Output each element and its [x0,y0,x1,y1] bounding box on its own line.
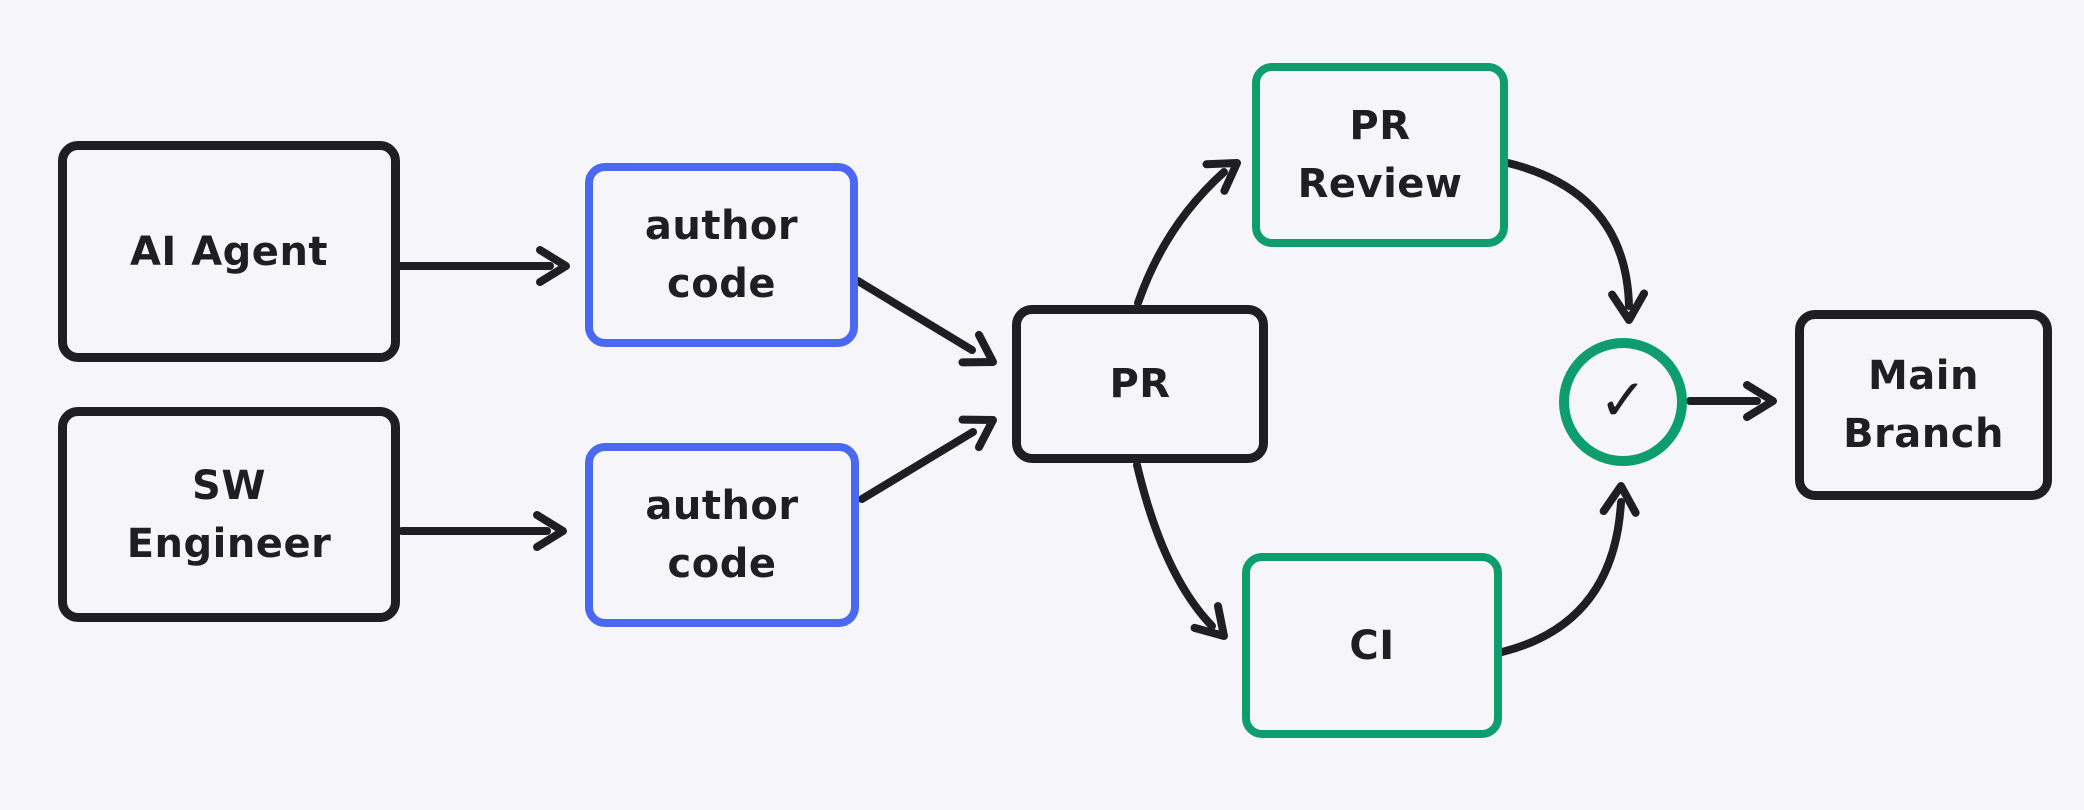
arrow-ci-to-check [1498,482,1640,656]
node-pr-label: PR [1109,361,1171,407]
arrow-check-to-main-branch [1686,381,1777,421]
check-icon: ✓ [1598,366,1648,434]
node-ai-agent-label: AI Agent [129,228,329,275]
check-circle-node: ✓ [1559,338,1687,466]
node-author-code-top-label: author code [644,203,799,307]
node-pr: PR [1012,305,1268,463]
arrow-pr-review-to-check [1504,159,1649,324]
node-main-branch: Main Branch [1795,310,2052,500]
arrow-pr-to-pr-review [1134,159,1241,307]
node-pr-review-label: PR Review [1297,103,1463,207]
node-pr-review: PR Review [1252,63,1508,247]
arrow-author-code-bottom-to-pr [858,415,997,503]
node-ci: CI [1242,553,1502,738]
arrow-author-code-top-to-pr [854,277,997,367]
arrow-ai-agent-to-author-code [396,246,570,286]
node-ci-label: CI [1349,622,1395,669]
node-author-code-bottom: author code [585,443,859,627]
node-sw-engineer-label: SW Engineer [126,462,332,567]
node-main-branch-label: Main Branch [1843,353,2004,457]
arrow-sw-engineer-to-author-code [398,511,567,551]
node-sw-engineer: SW Engineer [58,407,400,622]
node-ai-agent: AI Agent [58,141,400,362]
node-author-code-top: author code [585,163,858,347]
node-author-code-bottom-label: author code [645,483,799,587]
arrow-pr-to-ci [1133,461,1228,640]
